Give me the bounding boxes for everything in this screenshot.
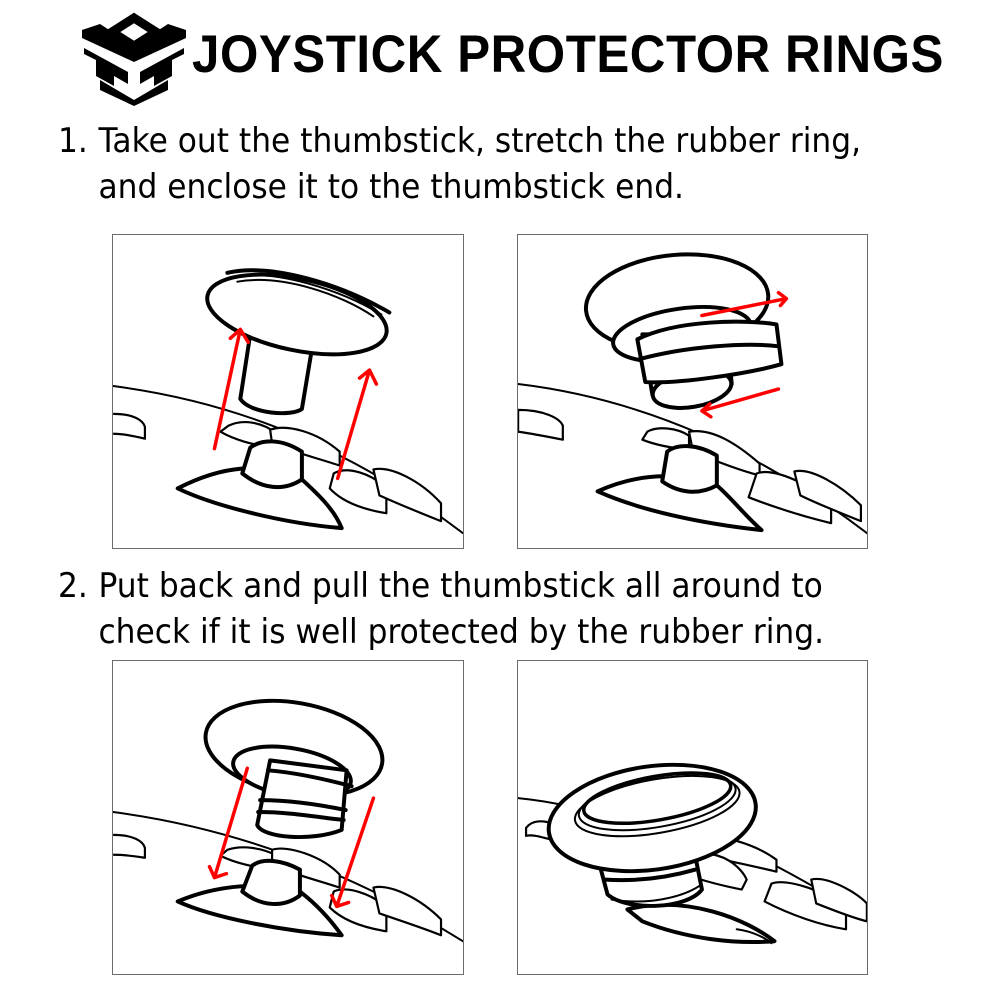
step-text-line1: Take out the thumbstick, stretch the rub… xyxy=(98,121,862,161)
step-text-line2: check if it is well protected by the rub… xyxy=(98,612,825,652)
step-2-instruction: 2.Put back and pull the thumbstick all a… xyxy=(58,563,824,655)
illustration-put-back-thumbstick xyxy=(112,660,464,975)
page-title: JOYSTICK PROTECTOR RINGS xyxy=(192,25,944,84)
step-number: 1. xyxy=(58,121,88,161)
illustration-stretch-ring xyxy=(517,234,868,549)
step-text-line2: and enclose it to the thumbstick end. xyxy=(98,167,684,207)
brand-logo-icon xyxy=(78,10,190,106)
illustration-installed-thumbstick xyxy=(517,660,868,975)
step-text-line1: Put back and pull the thumbstick all aro… xyxy=(98,566,823,606)
illustration-remove-thumbstick xyxy=(112,234,464,549)
step-number: 2. xyxy=(58,566,88,606)
step-1-instruction: 1.Take out the thumbstick, stretch the r… xyxy=(58,118,861,210)
